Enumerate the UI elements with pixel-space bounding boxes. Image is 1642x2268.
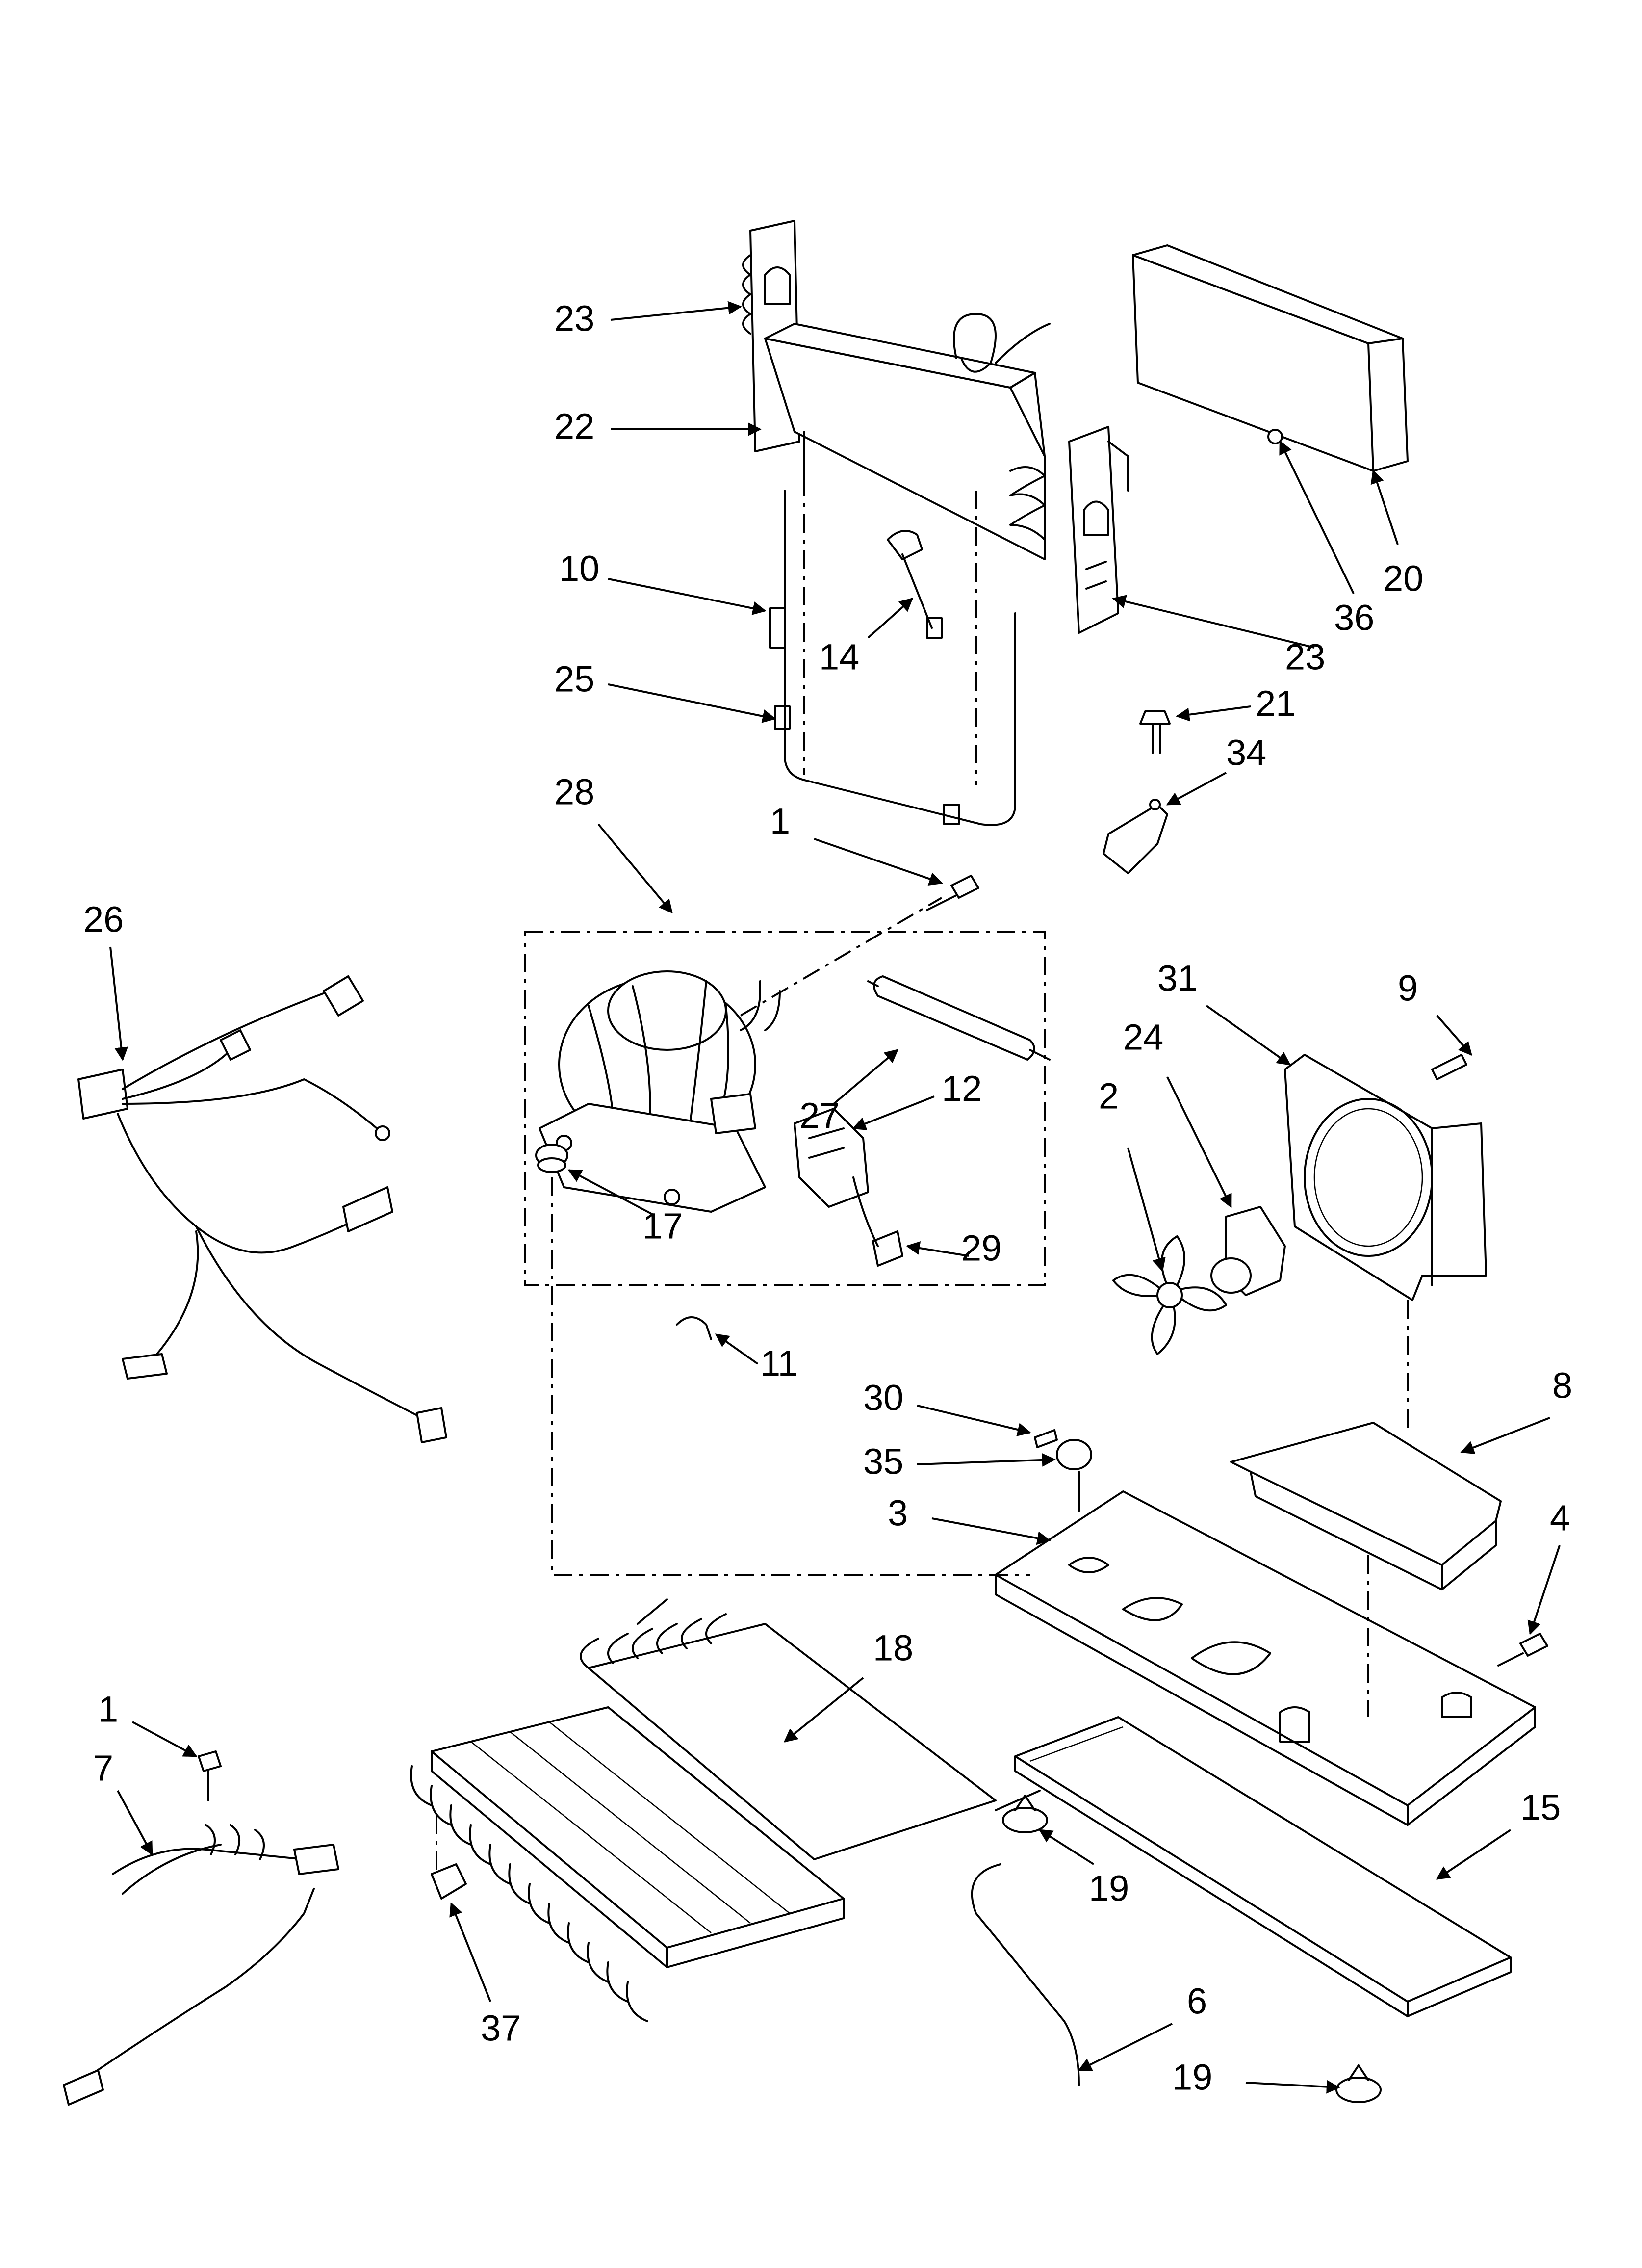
- callout-19-bottom: 19: [1172, 2057, 1212, 2098]
- callout-18: 18: [873, 1628, 913, 1668]
- callout-2: 2: [1099, 1076, 1119, 1117]
- callout-11: 11: [760, 1343, 798, 1384]
- callout-labels: 23 22 10 14 25 20 36 23 21 34 28 1 26 27…: [83, 298, 1572, 2098]
- fan-bracket-part: [1230, 1422, 1502, 1590]
- callout-15: 15: [1520, 1787, 1561, 1828]
- callout-10: 10: [559, 548, 599, 589]
- callout-21: 21: [1256, 683, 1296, 724]
- callout-30: 30: [863, 1378, 903, 1418]
- callout-6: 6: [1187, 1981, 1207, 2022]
- callout-1-top: 1: [770, 801, 790, 842]
- grommet-part: [535, 1144, 568, 1173]
- callout-35: 35: [863, 1441, 903, 1482]
- callout-34: 34: [1226, 732, 1266, 773]
- relay-part: [794, 1108, 903, 1267]
- base-pan-part: [995, 1471, 1536, 1826]
- callout-19-top: 19: [1089, 1868, 1129, 1909]
- callout-28: 28: [554, 772, 594, 812]
- callout-27: 27: [799, 1095, 840, 1136]
- wire-harness-part: [77, 975, 447, 1443]
- callout-23-right: 23: [1285, 637, 1325, 678]
- callout-22: 22: [554, 406, 594, 447]
- callout-12: 12: [942, 1069, 982, 1109]
- callout-20: 20: [1383, 558, 1423, 599]
- clip-part: [676, 1316, 712, 1340]
- callout-4: 4: [1550, 1498, 1570, 1538]
- callout-1-bottom: 1: [98, 1689, 118, 1730]
- callout-17: 17: [642, 1206, 683, 1247]
- compressor-assembly-box: [524, 931, 1046, 1286]
- callout-23-top: 23: [554, 298, 594, 339]
- alignment-lines: [436, 442, 1409, 1874]
- callout-3: 3: [888, 1493, 908, 1534]
- screw-9-part: [1431, 1054, 1467, 1080]
- callout-26: 26: [83, 899, 124, 940]
- defrost-heater-part: [769, 490, 1016, 826]
- clip-37-part: [431, 1863, 467, 1900]
- baffle-part: [1014, 1716, 1512, 2017]
- fan-blade-part: [1112, 1235, 1227, 1355]
- fan-motor-part: [1210, 1206, 1286, 1296]
- screw-and-clip-part: [1103, 710, 1171, 874]
- evaporator-part: [742, 220, 1051, 560]
- callout-14: 14: [819, 637, 859, 678]
- condenser-part: [410, 1598, 1041, 2022]
- screw-bottom-part: [198, 1750, 222, 1801]
- evaporator-bracket-right-part: [1068, 426, 1129, 634]
- callout-29: 29: [961, 1228, 1001, 1269]
- callout-37: 37: [481, 2008, 521, 2049]
- tube-6-part: [971, 1863, 1080, 2086]
- callout-7: 7: [93, 1748, 113, 1789]
- callout-36: 36: [1334, 598, 1374, 638]
- foot-19-bottom-part: [1335, 2064, 1382, 2103]
- cover-part: [1132, 244, 1409, 472]
- drier-part: [867, 975, 1051, 1061]
- foot-19-top-part: [1002, 1795, 1048, 1833]
- fan-shroud-part: [1284, 1054, 1487, 1301]
- screw-top-part: [926, 875, 979, 911]
- leader-lines: [109, 301, 1561, 2094]
- compressor-part: [539, 970, 781, 1213]
- callout-24: 24: [1123, 1017, 1163, 1058]
- callout-8: 8: [1552, 1365, 1572, 1406]
- callout-25: 25: [554, 659, 594, 700]
- grommet-35-part: [1034, 1429, 1092, 1470]
- wiring-7-part: [63, 1824, 339, 2106]
- callout-31: 31: [1157, 958, 1198, 999]
- screw-4-part: [1497, 1633, 1548, 1667]
- callout-9: 9: [1398, 968, 1418, 1009]
